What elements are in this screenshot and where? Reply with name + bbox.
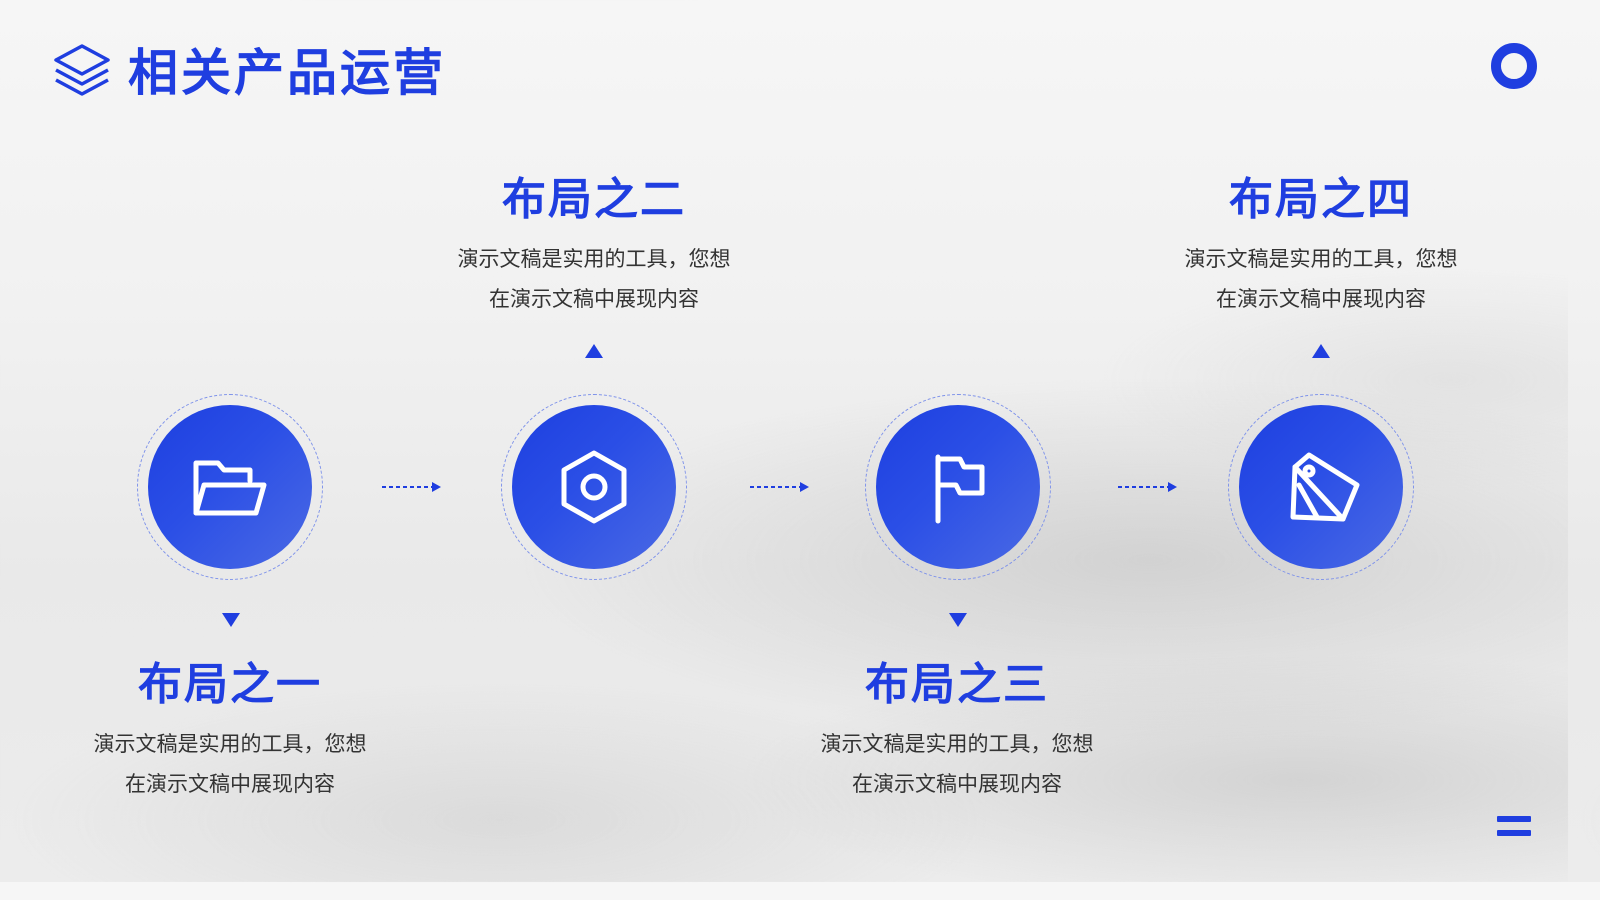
step-3-desc-line1: 演示文稿是实用的工具，您想 (820, 732, 1094, 756)
swatch-icon (1290, 452, 1360, 522)
dashed-arrow (1118, 482, 1177, 492)
up-triangle-icon (1312, 344, 1330, 358)
folder-icon (193, 460, 267, 516)
step-2-node[interactable] (501, 394, 687, 580)
dashed-arrow (382, 482, 441, 492)
step-4-title: 布局之四 (1229, 174, 1413, 225)
dashed-arrow (750, 482, 809, 492)
step-2-desc-line2: 在演示文稿中展现内容 (489, 287, 699, 311)
down-triangle-icon (222, 613, 240, 627)
menu-icon[interactable] (1497, 816, 1531, 838)
step-1-title: 布局之一 (138, 659, 322, 710)
step-3-desc-line2: 在演示文稿中展现内容 (852, 772, 1062, 796)
step-1-desc-line1: 演示文稿是实用的工具，您想 (93, 732, 367, 756)
step-1-node[interactable] (137, 394, 323, 580)
step-3-title: 布局之三 (865, 659, 1049, 710)
step-1-desc-line2: 在演示文稿中展现内容 (125, 772, 335, 796)
page-title: 相关产品运营 (128, 44, 446, 102)
step-4-desc-line1: 演示文稿是实用的工具，您想 (1184, 247, 1458, 271)
flag-icon (935, 454, 985, 524)
up-triangle-icon (585, 344, 603, 358)
layers-icon (54, 44, 110, 96)
step-3-node[interactable] (865, 394, 1051, 580)
step-4-desc-line2: 在演示文稿中展现内容 (1216, 287, 1426, 311)
down-triangle-icon (949, 613, 967, 627)
ring-icon (1491, 43, 1537, 89)
step-2-desc-line1: 演示文稿是实用的工具，您想 (457, 247, 731, 271)
hex-nut-icon (561, 450, 627, 524)
step-2-title: 布局之二 (502, 174, 686, 225)
step-4-node[interactable] (1228, 394, 1414, 580)
